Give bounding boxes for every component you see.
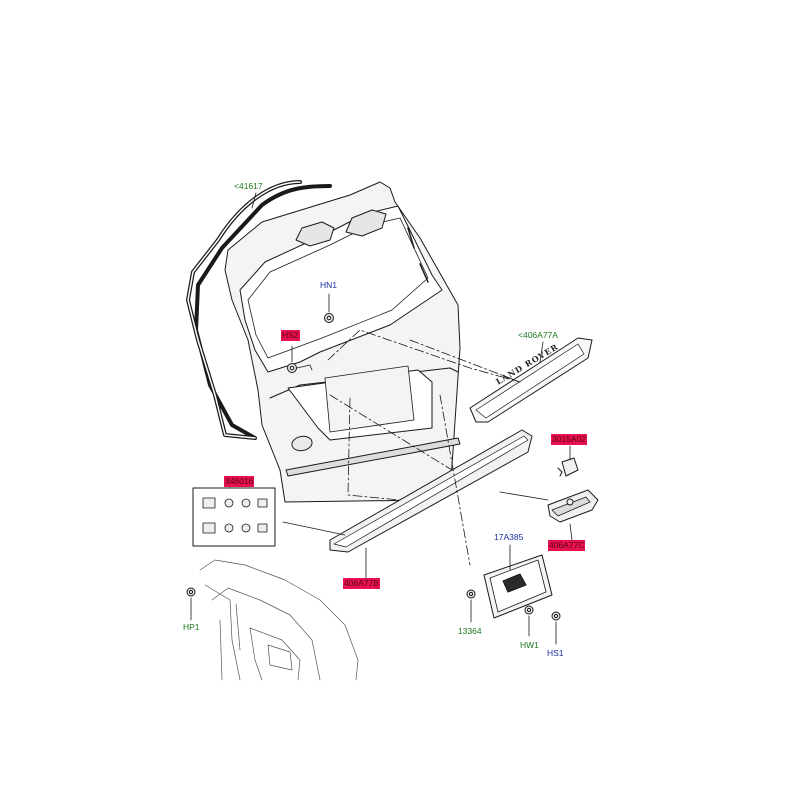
label-clip-kit: 346016 — [224, 476, 255, 487]
label-hn1: HN1 — [320, 280, 338, 290]
label-seal: <41617 — [234, 181, 263, 191]
switch-ecu-clip — [557, 457, 579, 477]
emblem-bar — [469, 337, 593, 423]
label-hs2: HS2 — [281, 330, 300, 341]
plate-lamp-housing — [547, 489, 599, 523]
label-ecu-part: 3015A02 — [551, 434, 588, 445]
label-emblem-part: <406A77A — [518, 330, 558, 340]
label-hw1: HW1 — [520, 640, 539, 650]
label-spoiler-part: 406A77B — [343, 578, 380, 589]
fastener-hn1 — [324, 313, 334, 323]
fastener-hs2 — [287, 363, 297, 373]
fastener-hp1 — [186, 587, 196, 597]
fastener-hw1 — [524, 605, 534, 615]
license-plate-bracket — [483, 554, 553, 619]
fastener-13364 — [466, 589, 476, 599]
tailgate-seal — [186, 180, 332, 440]
label-hs1: HS1 — [547, 648, 564, 658]
label-hp1: HP1 — [183, 622, 200, 632]
label-lamp-part: 406A77C — [548, 540, 586, 551]
alignment-lines — [327, 329, 521, 566]
clip-kit-box — [192, 487, 276, 547]
vehicle-body-outline — [199, 559, 359, 681]
lower-spoiler-bar — [329, 429, 533, 553]
tailgate-panel — [224, 181, 461, 503]
label-plate-part: 17A385 — [494, 532, 524, 542]
fastener-hs1 — [551, 611, 561, 621]
label-nut-part: 13364 — [458, 626, 482, 636]
